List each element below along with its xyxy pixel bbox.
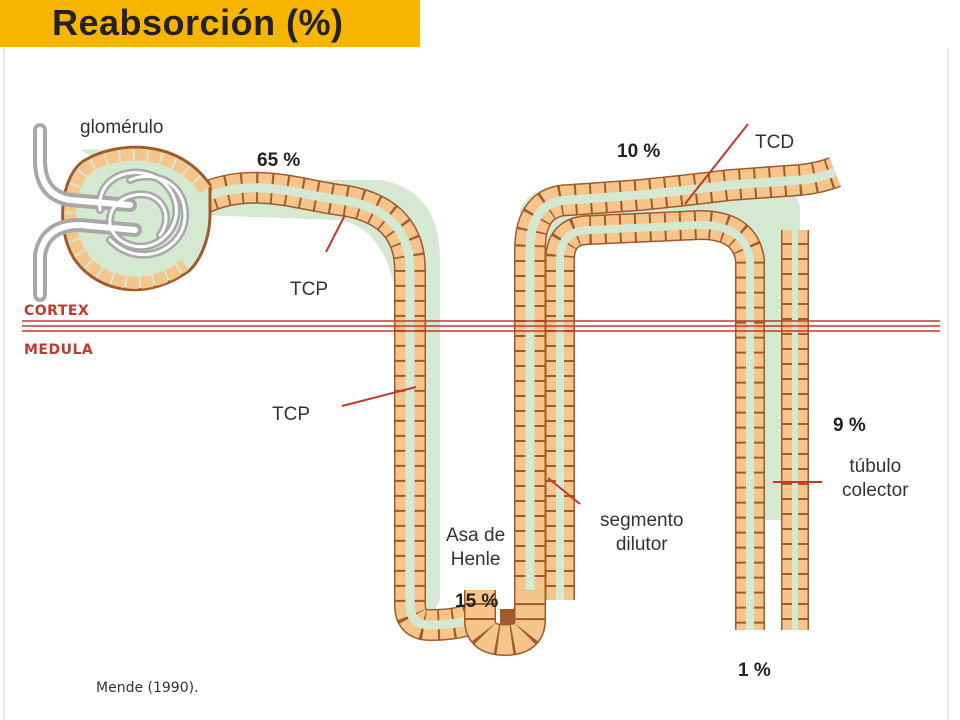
pointer-tcd bbox=[684, 123, 749, 205]
label-segmento-dilutor: segmento dilutor bbox=[600, 509, 683, 557]
pct-tcp: 65 % bbox=[257, 150, 301, 171]
pointer-lines bbox=[325, 123, 822, 505]
pct-final: 1 % bbox=[738, 660, 771, 681]
label-tubulo-colector: túbulo colector bbox=[842, 455, 909, 503]
label-tcp-upper: TCP bbox=[290, 279, 328, 300]
zone-cortex: CORTEX bbox=[24, 303, 90, 319]
page-title: Reabsorción (%) bbox=[52, 2, 344, 43]
pointer-tcp-upper bbox=[325, 214, 346, 253]
label-asa-henle: Asa de Henle bbox=[446, 524, 505, 572]
label-dilutor-line1: segmento bbox=[600, 510, 684, 531]
glomerulus-inner bbox=[37, 127, 187, 298]
source-credit: Mende (1990). bbox=[96, 680, 199, 696]
henle-loop-bottom-cells bbox=[465, 590, 545, 655]
label-asa-line1: Asa de bbox=[446, 525, 506, 546]
distal-loop-lumen bbox=[556, 220, 754, 630]
pointer-tcp-lower bbox=[341, 386, 417, 407]
label-tcd: TCD bbox=[755, 132, 795, 153]
label-tcp-lower: TCP bbox=[272, 404, 310, 425]
distal-loop bbox=[545, 209, 765, 630]
ascending-distal-lumen bbox=[525, 167, 837, 605]
label-asa-line2: Henle bbox=[450, 549, 501, 570]
cortex-medula-boundary bbox=[22, 320, 940, 332]
interstitial-shading bbox=[80, 149, 440, 613]
label-colector-line2: colector bbox=[842, 480, 909, 501]
distal-loop-cells bbox=[546, 211, 764, 630]
pct-tcd: 10 % bbox=[617, 141, 661, 162]
label-glomerulo: glomérulo bbox=[80, 117, 164, 138]
title-bar: Reabsorción (%) bbox=[0, 0, 420, 47]
label-colector-line1: túbulo bbox=[849, 456, 902, 477]
pct-henle: 15 % bbox=[455, 591, 499, 612]
tcp-lumen bbox=[197, 183, 485, 630]
pointer-dilutor bbox=[547, 477, 581, 505]
zone-medula: MEDULA bbox=[24, 342, 94, 358]
label-dilutor-line2: dilutor bbox=[615, 534, 668, 555]
pct-colector: 9 % bbox=[833, 415, 866, 436]
